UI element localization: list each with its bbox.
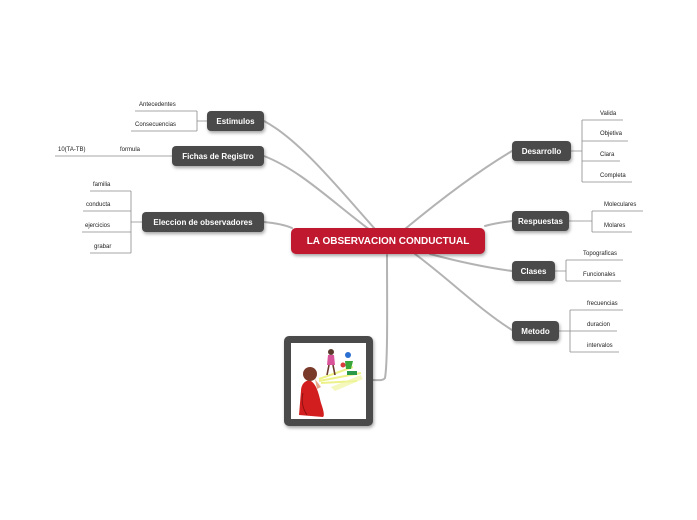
observer-illustration-icon [299, 349, 363, 417]
topic-estimulos[interactable]: Estimulos [207, 111, 264, 131]
central-topic[interactable]: LA OBSERVACION CONDUCTUAL [291, 228, 485, 254]
leaf-completa[interactable]: Completa [600, 173, 626, 179]
leaf-formula[interactable]: formula [120, 147, 141, 153]
topic-metodo-label: Metodo [521, 326, 550, 336]
leaf-valida[interactable]: Valida [600, 111, 617, 117]
connector-metodo [414, 253, 513, 331]
leaf-familia[interactable]: familia [93, 182, 111, 188]
topic-clases-label: Clases [520, 266, 547, 276]
topic-clases[interactable]: Clases [512, 261, 555, 281]
topic-fichas-label: Fichas de Registro [182, 151, 254, 161]
connector-respuestas [484, 220, 513, 227]
leaf-duracion[interactable]: duracion [587, 322, 611, 328]
connector-clases [429, 253, 513, 272]
topic-desarrollo[interactable]: Desarrollo [512, 141, 571, 161]
connector-eleccion [263, 221, 293, 229]
image-topic[interactable] [284, 336, 373, 426]
leaf-antecedentes[interactable]: Antecedentes [139, 102, 176, 108]
topic-estimulos-label: Estimulos [216, 116, 255, 126]
connector-estimulos [263, 120, 376, 230]
leaf-intervalos[interactable]: intervalos [587, 343, 613, 349]
leaf-clara[interactable]: Clara [600, 152, 615, 158]
leaf-consecuencias[interactable]: Consecuencias [135, 122, 177, 128]
topic-eleccion-label: Eleccion de observadores [153, 217, 253, 227]
topic-metodo[interactable]: Metodo [512, 321, 559, 341]
leaf-funcionales[interactable]: Funcionales [583, 272, 616, 278]
connector-image [372, 254, 389, 382]
central-topic-label: LA OBSERVACION CONDUCTUAL [306, 235, 470, 247]
leaf-ejercicios[interactable]: ejercicios [85, 223, 111, 229]
leaf-10-ta-tb[interactable]: 10(TA-TB) [58, 147, 86, 153]
leaf-conducta[interactable]: conducta [86, 202, 111, 208]
leaf-molares[interactable]: Molares [604, 223, 626, 229]
leaf-objetiva[interactable]: Objetiva [600, 131, 623, 137]
leaf-frecuencias[interactable]: frecuencias [587, 301, 618, 307]
leaf-moleculares[interactable]: Moleculares [604, 202, 637, 208]
topic-respuestas[interactable]: Respuestas [512, 211, 569, 231]
connector-desarrollo [404, 150, 513, 230]
topic-eleccion-de-observadores[interactable]: Eleccion de observadores [142, 212, 264, 232]
image-frame [291, 343, 366, 419]
leaf-grabar[interactable]: grabar [94, 244, 112, 250]
connector-fichas [263, 155, 371, 231]
topic-desarrollo-label: Desarrollo [521, 146, 562, 156]
leaf-topograficas[interactable]: Topograficas [583, 251, 618, 257]
topic-respuestas-label: Respuestas [518, 216, 563, 226]
topic-fichas-de-registro[interactable]: Fichas de Registro [172, 146, 264, 166]
